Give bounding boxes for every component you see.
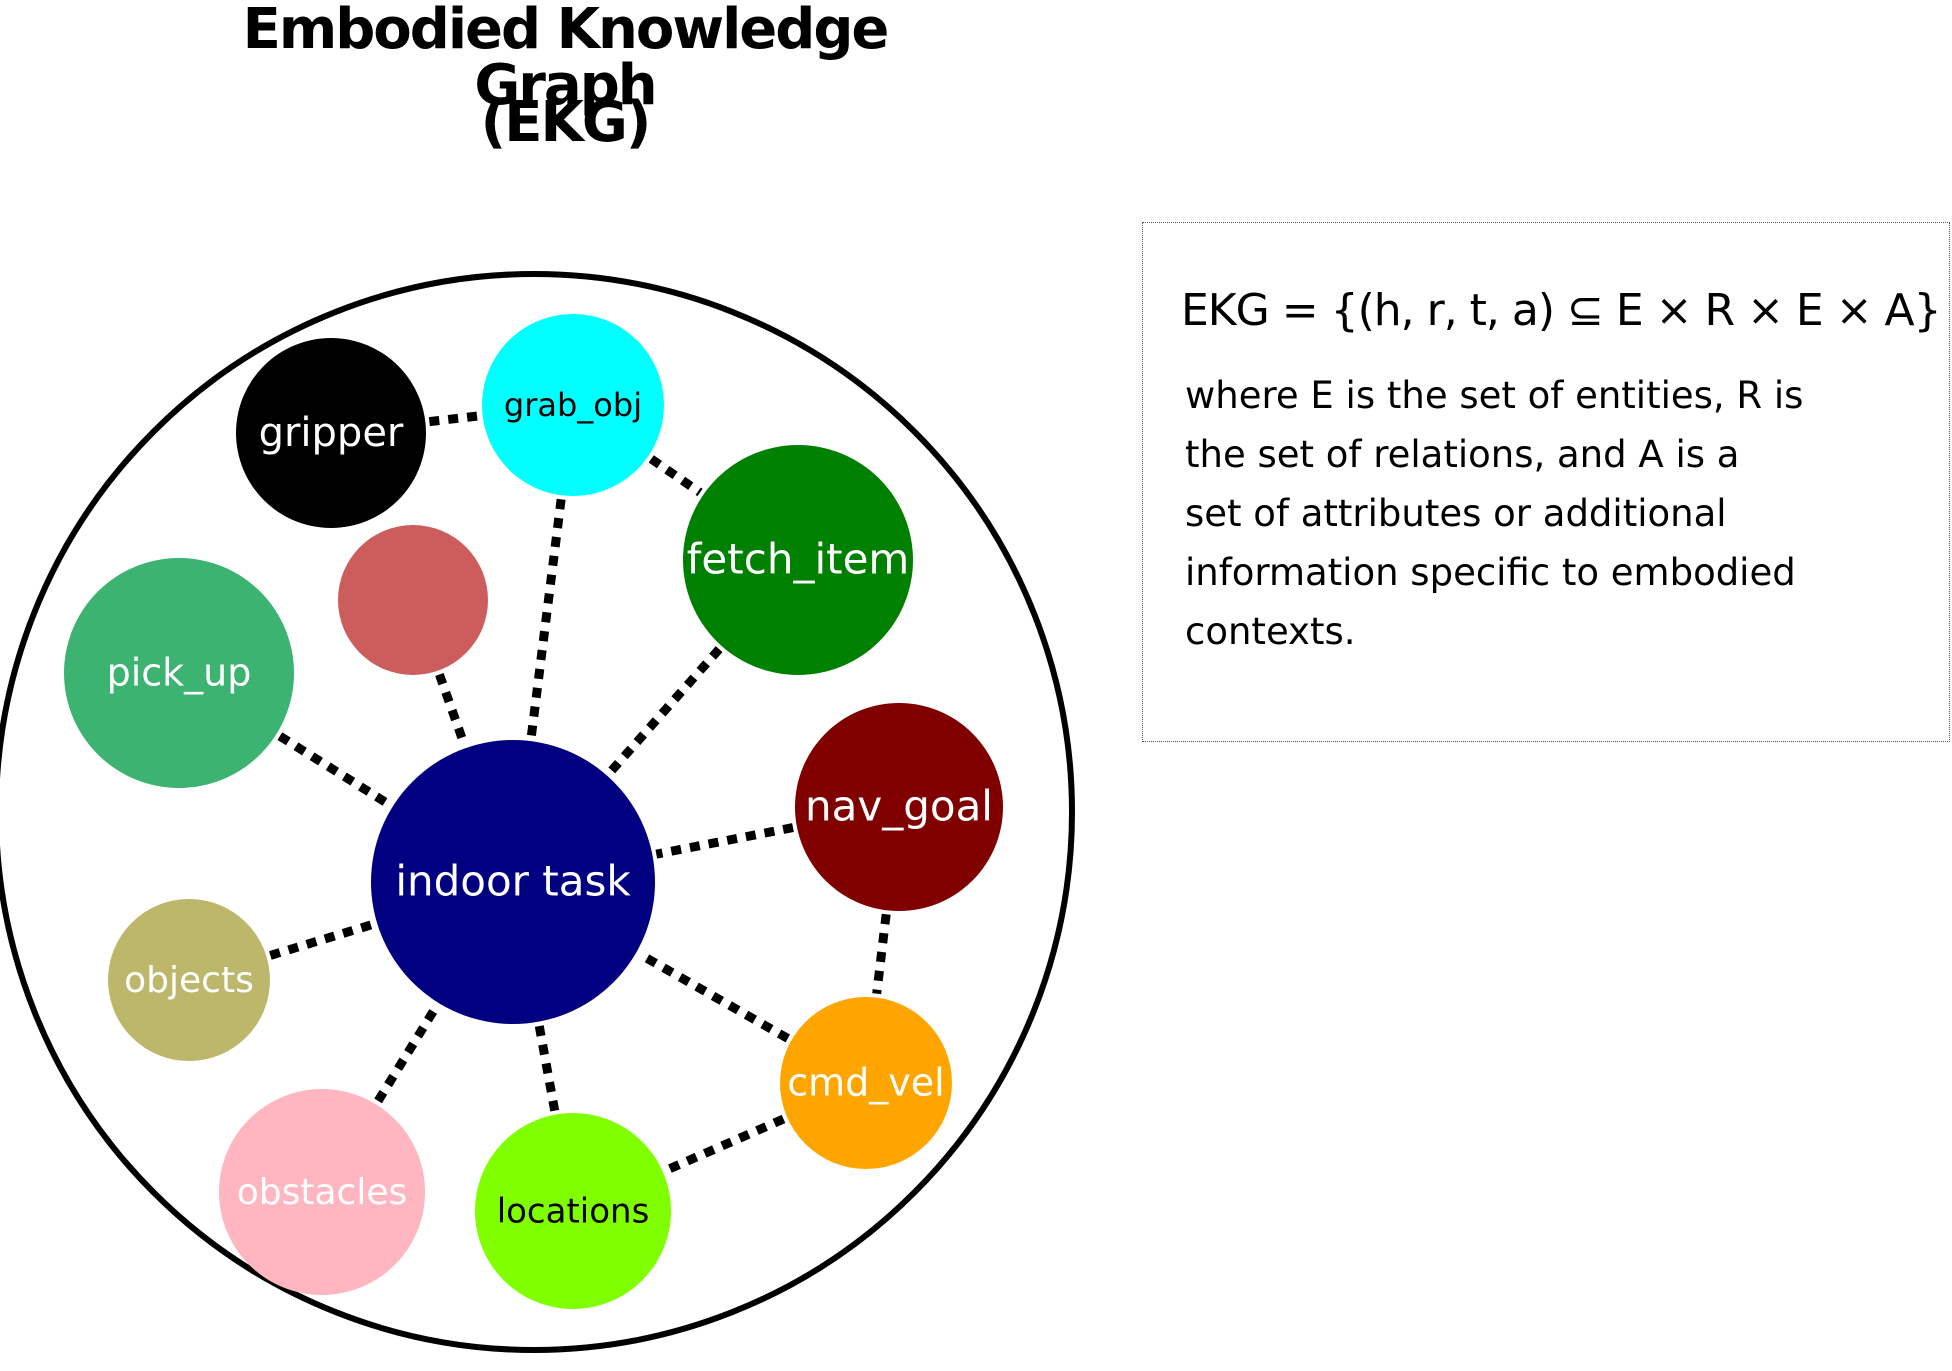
node-circle bbox=[64, 558, 294, 788]
edge-pick_up-center bbox=[277, 732, 392, 809]
edge-fetch_item-center bbox=[606, 646, 723, 776]
node-circle bbox=[482, 314, 664, 496]
node-nav-goal: nav_goal bbox=[795, 703, 1003, 911]
node-obstacles: obstacles bbox=[219, 1089, 425, 1295]
node-label: obstacles bbox=[237, 1172, 408, 1213]
node-circle bbox=[371, 740, 655, 1024]
edge-unlabeled-center bbox=[435, 672, 469, 746]
edge-cmd_vel-center bbox=[637, 950, 791, 1043]
node-label: gripper bbox=[259, 410, 404, 456]
edge-grab_obj-fetch_item bbox=[648, 455, 703, 497]
node-label: nav_goal bbox=[805, 782, 993, 831]
node-circle bbox=[338, 525, 488, 675]
node-circle bbox=[108, 899, 270, 1061]
graph-boundary-circle bbox=[0, 271, 1075, 1353]
node-center: indoor task bbox=[371, 740, 655, 1024]
node-label: locations bbox=[497, 1192, 650, 1232]
description-line: information specific to embodied bbox=[1185, 551, 1796, 594]
node-pick-up: pick_up bbox=[64, 558, 294, 788]
edge-nav_goal-center bbox=[655, 823, 794, 859]
node-circle bbox=[236, 338, 426, 528]
node-label: grab_obj bbox=[504, 386, 642, 424]
edges bbox=[269, 411, 891, 1175]
node-locations: locations bbox=[475, 1113, 671, 1309]
node-label: indoor task bbox=[395, 857, 631, 906]
node-gripper: gripper bbox=[236, 338, 426, 528]
node-objects: objects bbox=[108, 899, 270, 1061]
node-circle bbox=[795, 703, 1003, 911]
diagram-title-abbreviation: (EKG) bbox=[480, 90, 652, 155]
node-unlabeled bbox=[338, 525, 488, 675]
node-circle bbox=[475, 1113, 671, 1309]
node-label: cmd_vel bbox=[787, 1061, 944, 1105]
diagram-title: Embodied Knowledge Graph bbox=[242, 0, 890, 118]
description-line: contexts. bbox=[1185, 610, 1356, 653]
node-label: pick_up bbox=[107, 651, 252, 695]
node-circle bbox=[683, 445, 913, 675]
edge-gripper-grab_obj bbox=[428, 411, 480, 427]
edge-obstacles-center bbox=[374, 1003, 441, 1104]
description-line: the set of relations, and A is a bbox=[1185, 433, 1740, 476]
edge-cmd_vel-locations bbox=[664, 1114, 786, 1175]
nodes: gripper grab_obj fetch_item pick_up nav_goal… bbox=[64, 314, 1003, 1309]
node-grab-obj: grab_obj bbox=[482, 314, 664, 496]
edge-grab_obj-center bbox=[526, 498, 566, 738]
definition-box: EKG = {(h, r, t, a) ⊆ E × R × E × A} whe… bbox=[1142, 222, 1950, 742]
edge-locations-center bbox=[534, 1024, 560, 1112]
description-line: set of attributes or additional bbox=[1185, 492, 1727, 535]
node-label: fetch_item bbox=[687, 535, 910, 584]
ekg-formula: EKG = {(h, r, t, a) ⊆ E × R × E × A} bbox=[1181, 285, 1942, 336]
node-fetch-item: fetch_item bbox=[683, 445, 913, 675]
edge-nav_goal-cmd_vel bbox=[872, 913, 891, 995]
node-circle bbox=[219, 1089, 425, 1295]
description-line: where E is the set of entities, R is bbox=[1185, 374, 1804, 417]
node-label: objects bbox=[124, 960, 254, 1001]
ekg-description: where E is the set of entities, R is the… bbox=[1185, 366, 1905, 661]
edge-objects-center bbox=[269, 919, 375, 960]
node-circle bbox=[780, 997, 952, 1169]
node-cmd-vel: cmd_vel bbox=[780, 997, 952, 1169]
